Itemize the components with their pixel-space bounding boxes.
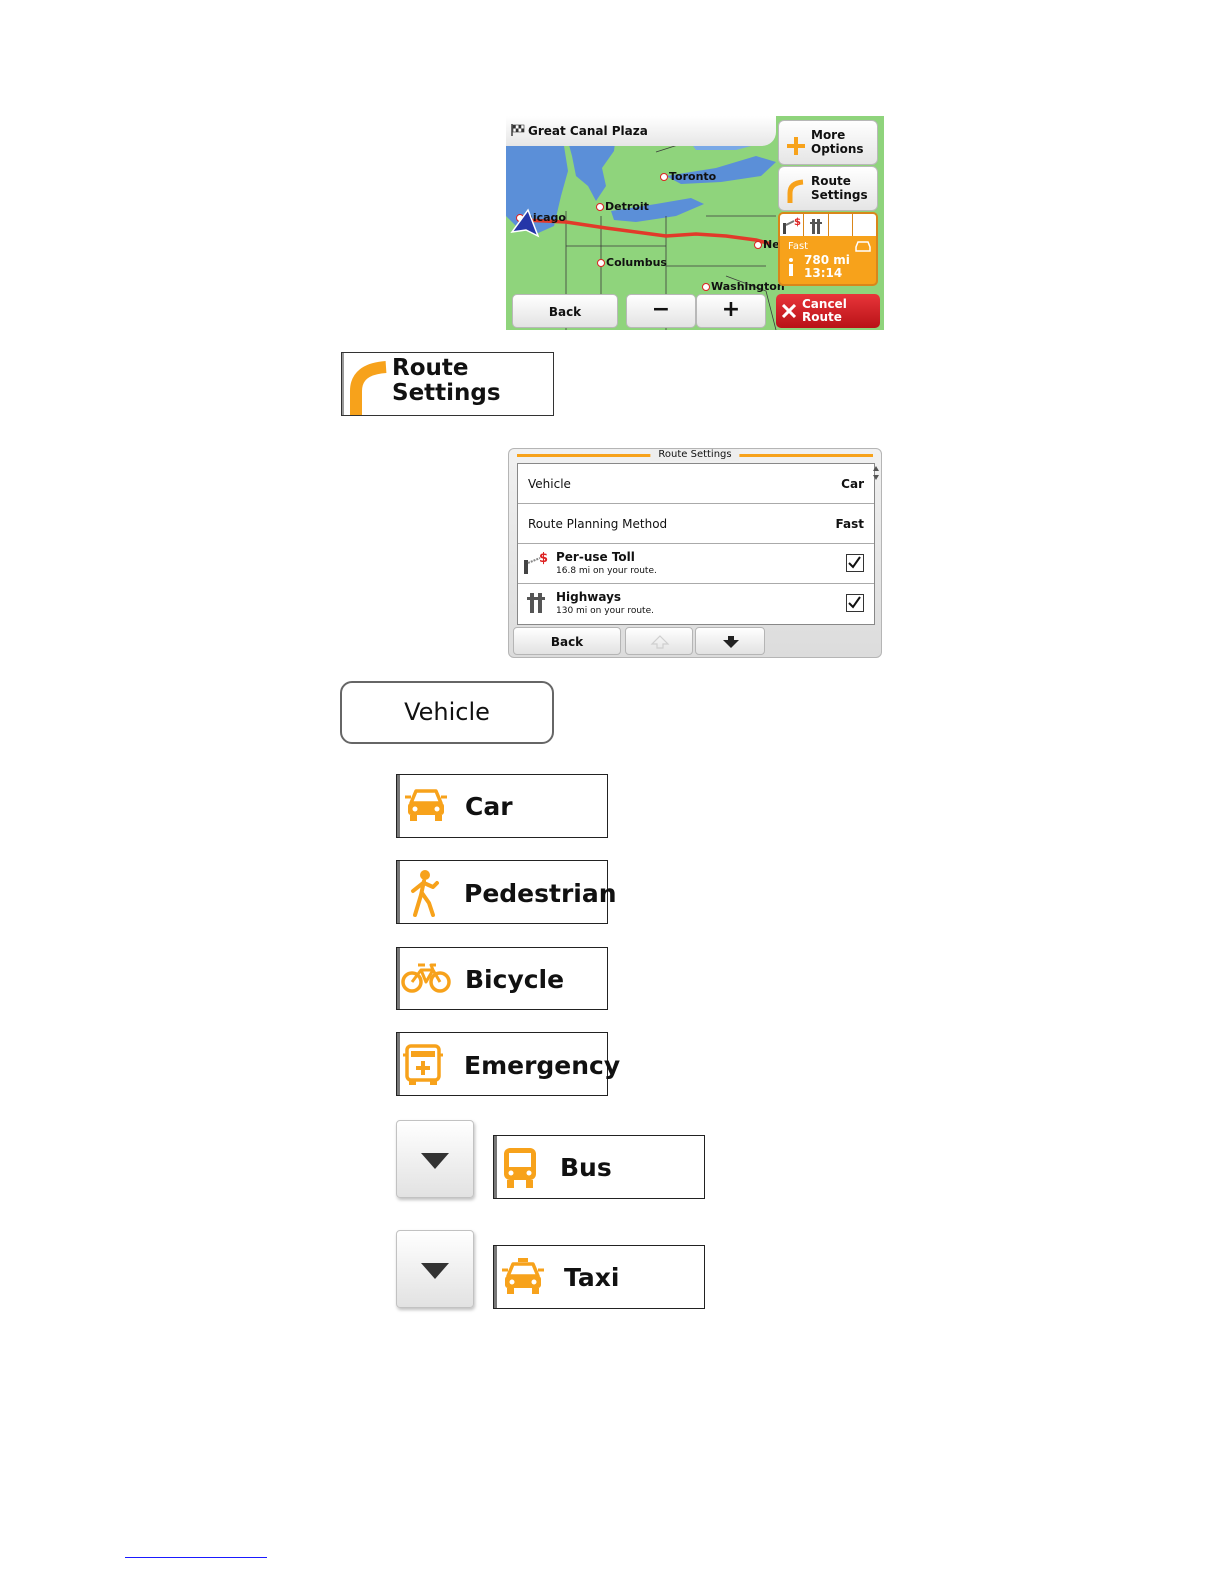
- minus-icon: −: [651, 297, 671, 322]
- arrow-up-icon: [650, 635, 670, 649]
- pedestrian-option-button[interactable]: Pedestrian: [396, 860, 617, 924]
- method-row-value: Fast: [835, 517, 864, 531]
- more-options-label: More Options: [811, 128, 864, 156]
- zoom-in-button[interactable]: +: [696, 294, 766, 328]
- pedestrian-option-label: Pedestrian: [464, 879, 617, 908]
- toll-checkbox[interactable]: [846, 554, 864, 572]
- bicycle-option-button[interactable]: Bicycle: [396, 947, 608, 1010]
- method-row-label: Route Planning Method: [528, 517, 668, 531]
- bicycle-option-label: Bicycle: [465, 965, 565, 994]
- bus-option-button[interactable]: Bus: [493, 1135, 705, 1199]
- highway-icon: [527, 593, 545, 613]
- vehicle-row-label: Vehicle: [528, 477, 571, 491]
- list-item-per-use-toll[interactable]: $ Per-use Toll 16.8 mi on your route.: [518, 544, 874, 584]
- route-settings-button[interactable]: Route Settings: [341, 352, 554, 416]
- current-position-arrow-icon: [510, 208, 540, 238]
- cancel-route-button[interactable]: Cancel Route: [776, 294, 880, 328]
- route-info-panel[interactable]: $ Fast 780 mi 13:14: [778, 212, 878, 286]
- list-item-vehicle[interactable]: Vehicle Car: [518, 464, 874, 504]
- route-settings-map-button[interactable]: Route Settings: [778, 166, 878, 211]
- list-item-route-method[interactable]: Route Planning Method Fast: [518, 504, 874, 544]
- lake-ontario: [666, 156, 776, 184]
- info-icon: [786, 258, 796, 280]
- vehicle-row-value: Car: [841, 477, 864, 491]
- route-distance: 780 mi: [804, 253, 850, 267]
- expand-button[interactable]: [396, 1230, 474, 1308]
- emergency-option-button[interactable]: Emergency: [396, 1032, 620, 1096]
- more-options-button[interactable]: More Options: [778, 120, 878, 165]
- city-label-columbus: Columbus: [597, 256, 667, 269]
- svg-text:$: $: [539, 551, 548, 566]
- route-settings-map-label: Route Settings: [811, 174, 868, 202]
- settings-back-label: Back: [550, 635, 584, 649]
- settings-back-button[interactable]: Back: [513, 627, 621, 655]
- toll-mini-icon: $: [780, 214, 805, 236]
- emergency-vehicle-icon: [403, 1044, 443, 1085]
- taxi-option-label: Taxi: [564, 1263, 620, 1292]
- checkered-flag-icon: [511, 124, 525, 136]
- lake-huron: [566, 134, 616, 201]
- cancel-route-label: Cancel Route: [802, 297, 847, 324]
- taxi-icon: [502, 1258, 544, 1294]
- scroll-up-button[interactable]: [625, 627, 693, 655]
- highways-row-detail: 130 mi on your route.: [556, 606, 654, 616]
- city-label-detroit: Detroit: [596, 200, 649, 213]
- expand-button[interactable]: [396, 1120, 474, 1198]
- arrow-down-icon: [723, 636, 739, 648]
- svg-text:$: $: [794, 217, 801, 228]
- map-screen: Great Canal Plaza Toronto Detroit hicago…: [506, 116, 884, 330]
- lake-michigan: [506, 136, 568, 234]
- highway-mini-icon: [804, 214, 829, 236]
- toll-icon: $: [524, 551, 548, 574]
- chevron-down-icon: [421, 1153, 449, 1169]
- route-method-label: Fast: [788, 241, 809, 252]
- plus-icon: [787, 137, 805, 155]
- route-line: [523, 218, 772, 246]
- footnote-divider: [125, 1557, 267, 1558]
- city-label-toronto: Toronto: [660, 170, 716, 183]
- bicycle-icon: [401, 963, 451, 993]
- list-item-highways[interactable]: Highways 130 mi on your route.: [518, 584, 874, 624]
- chevron-down-icon: [421, 1263, 449, 1279]
- route-curve-icon: [787, 179, 804, 203]
- emergency-option-label: Emergency: [464, 1051, 621, 1080]
- checkmark-icon: [848, 556, 861, 569]
- route-settings-screen: Route Settings Vehicle Car Route Plannin…: [508, 448, 882, 658]
- toll-row-detail: 16.8 mi on your route.: [556, 566, 657, 576]
- car-mini-icon: [855, 241, 871, 252]
- vehicle-button-label: Vehicle: [404, 698, 490, 726]
- map-back-label: Back: [548, 305, 582, 319]
- destination-name: Great Canal Plaza: [528, 124, 648, 138]
- destination-bar: Great Canal Plaza: [506, 116, 776, 146]
- plus-zoom-icon: +: [721, 297, 741, 322]
- vehicle-button[interactable]: Vehicle: [340, 681, 554, 744]
- scroll-down-button[interactable]: [695, 627, 765, 655]
- car-icon: [405, 789, 447, 821]
- highways-checkbox[interactable]: [846, 594, 864, 612]
- map-back-button[interactable]: Back: [512, 294, 618, 328]
- settings-list: Vehicle Car Route Planning Method Fast $…: [517, 463, 875, 625]
- bus-icon: [504, 1148, 536, 1188]
- close-icon: [782, 304, 796, 318]
- city-label-new-york: Ne: [754, 238, 780, 251]
- highways-row-title: Highways: [556, 590, 622, 604]
- zoom-out-button[interactable]: −: [626, 294, 696, 328]
- pedestrian-icon: [411, 870, 439, 917]
- route-settings-title: Route Settings: [650, 449, 740, 461]
- route-curve-icon: [350, 361, 387, 415]
- toll-row-title: Per-use Toll: [556, 550, 635, 564]
- checkmark-icon: [848, 596, 861, 609]
- lake-erie: [611, 198, 704, 222]
- route-time: 13:14: [804, 266, 843, 280]
- route-restriction-icons: $: [780, 214, 876, 236]
- route-settings-label: Route Settings: [392, 355, 501, 406]
- scrollbar[interactable]: [873, 465, 879, 480]
- car-option-button[interactable]: Car: [396, 774, 608, 838]
- car-option-label: Car: [465, 792, 513, 821]
- bus-option-label: Bus: [560, 1153, 612, 1182]
- taxi-option-button[interactable]: Taxi: [493, 1245, 705, 1309]
- city-label-washington: Washington: [702, 280, 785, 293]
